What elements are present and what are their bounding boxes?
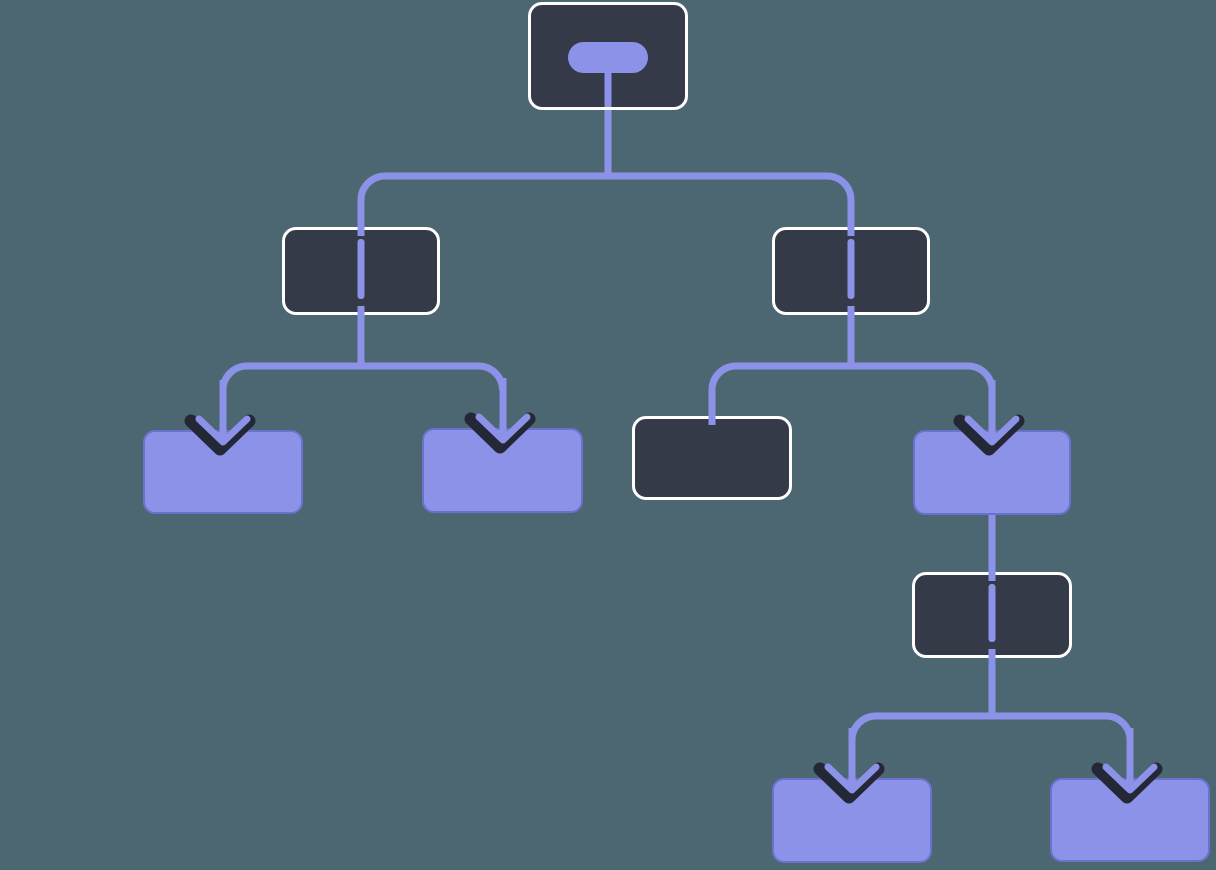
edge-entry-stub <box>847 226 855 236</box>
edge-entry-stub <box>988 571 996 581</box>
edge-connector <box>219 362 361 391</box>
leaf-bottom-2[interactable] <box>1050 728 1210 862</box>
leaf-right-purple[interactable] <box>913 380 1071 515</box>
leaf-right-dark[interactable] <box>632 415 792 500</box>
branch-right[interactable] <box>772 226 930 316</box>
vertical-connector-icon <box>357 239 365 299</box>
edge-connector <box>992 712 1134 741</box>
branch-bottom[interactable] <box>912 571 1072 659</box>
edge-entry-stub <box>708 415 716 425</box>
leaf-left-1[interactable] <box>143 380 303 514</box>
edge-entry-stub <box>357 226 365 236</box>
vertical-connector-icon <box>847 239 855 299</box>
pill-stem <box>604 67 612 107</box>
edge-exit-stub <box>357 306 365 316</box>
edge-connector <box>357 172 608 233</box>
vertical-connector-icon <box>988 584 996 642</box>
edge-exit-stub <box>988 649 996 659</box>
edge-connector <box>851 362 996 391</box>
edge-connector <box>708 362 851 422</box>
edge-exit-stub <box>847 306 855 316</box>
leaf-bottom-1[interactable] <box>772 728 932 863</box>
branch-left[interactable] <box>282 226 440 316</box>
edge-connector <box>848 712 992 741</box>
root-node[interactable] <box>528 2 688 110</box>
edge-connector <box>361 362 506 391</box>
edge-connector <box>608 172 855 233</box>
leaf-left-2[interactable] <box>422 378 583 513</box>
